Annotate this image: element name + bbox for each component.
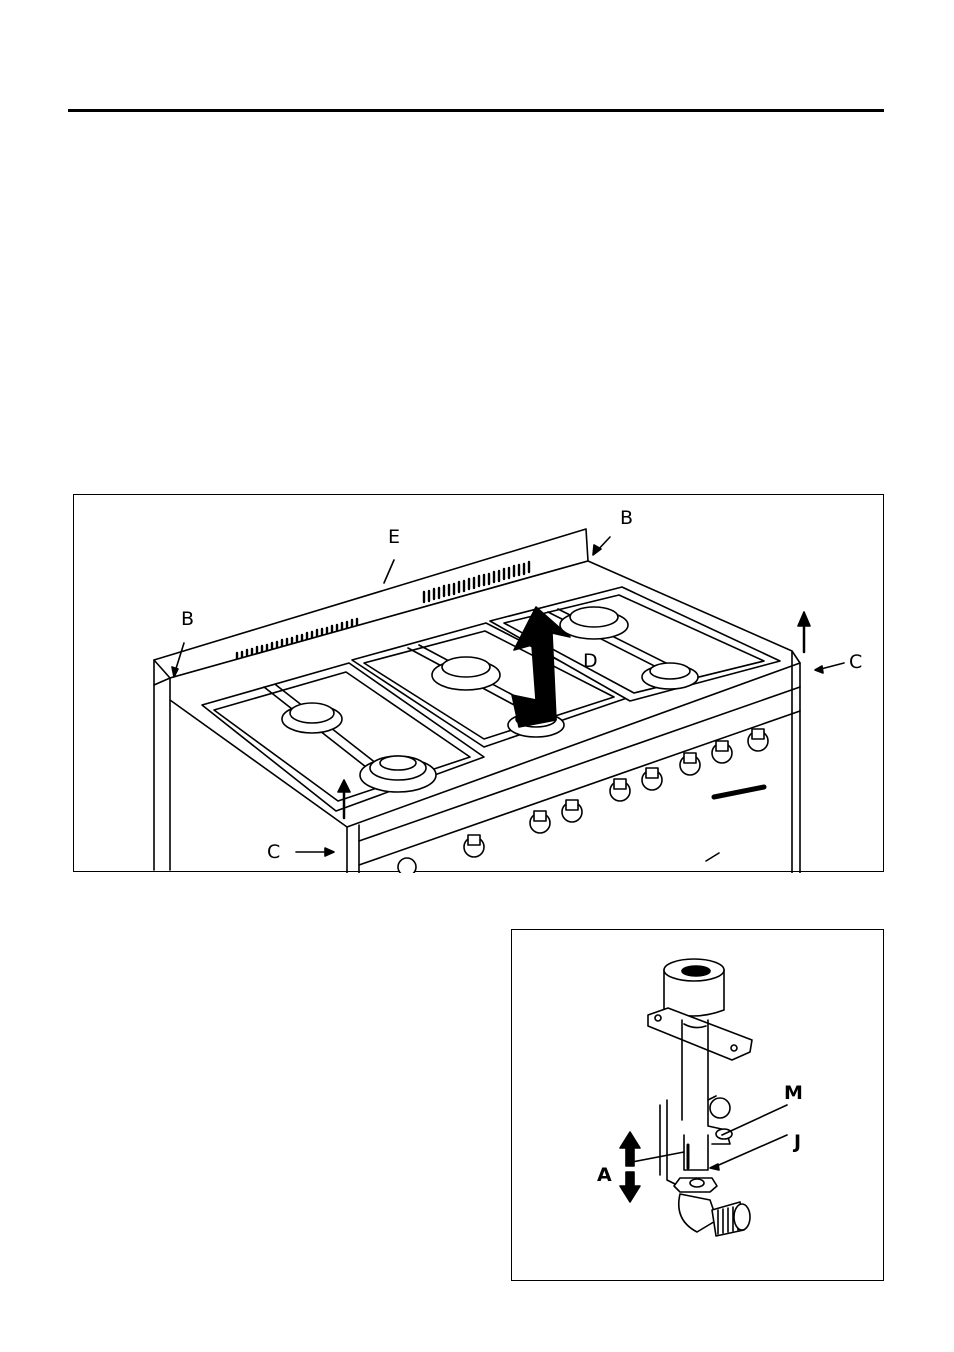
label-j: J [792,1131,801,1153]
cooker-figure: B E B D C C [73,494,884,872]
label-c-right: C [849,651,862,673]
label-d: D [583,650,598,672]
label-b-left: B [181,608,194,630]
header-rule [68,109,884,112]
burner-drawing: M J A [512,930,885,1282]
cooker-drawing: B E B D C C [74,495,885,873]
burner-figure: M J A [511,929,884,1281]
label-m: M [784,1082,803,1104]
label-c-left: C [267,841,280,863]
label-e: E [388,526,400,548]
label-a: A [597,1164,612,1186]
label-b-top: B [620,507,633,529]
